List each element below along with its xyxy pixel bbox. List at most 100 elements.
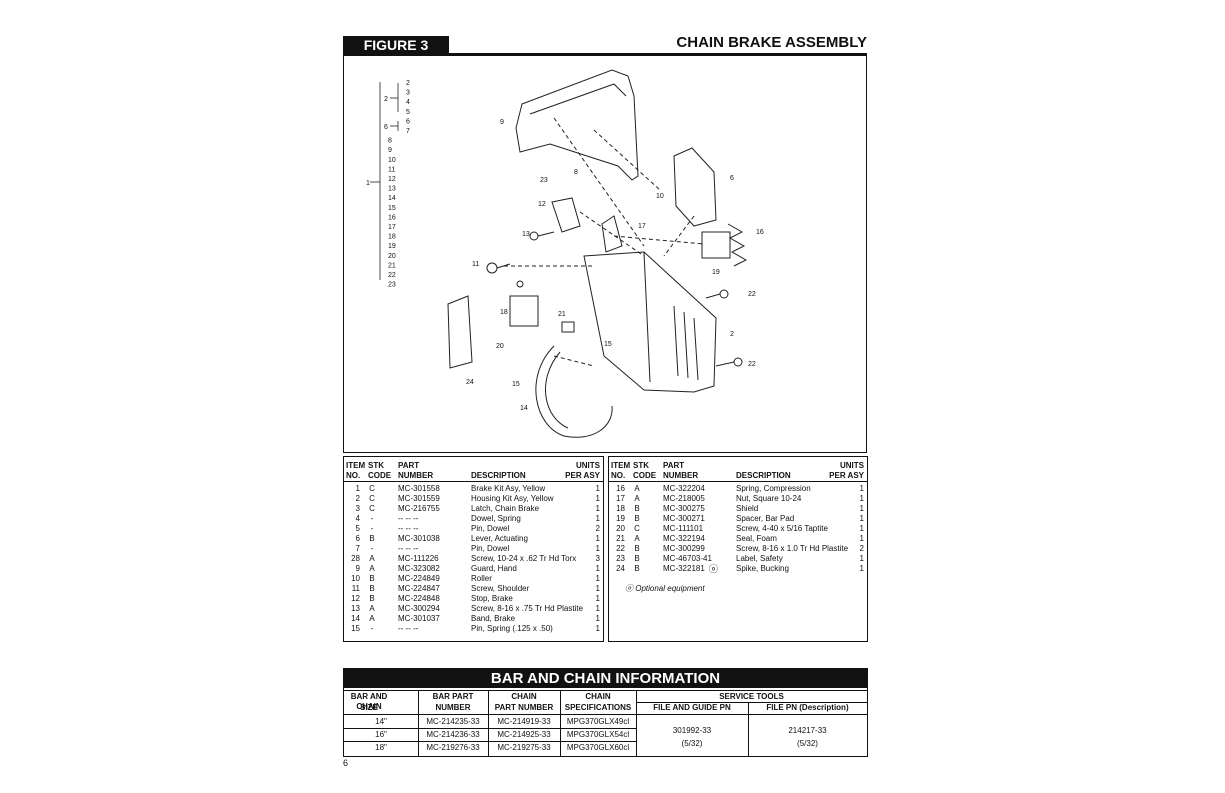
tree-index-number: 20	[388, 253, 396, 260]
units-per-asy: 1	[595, 534, 600, 543]
title-rule	[343, 53, 867, 55]
item-number: 3	[355, 504, 360, 513]
parts-table-right: ITEM NO. STK CODE PART NUMBER DESCRIPTIO…	[608, 456, 868, 642]
item-number: 14	[351, 614, 360, 623]
part-description: Spike, Bucking	[736, 564, 789, 573]
part-description: Spacer, Bar Pad	[736, 514, 795, 523]
bar-part-number: MC-214236-33	[426, 730, 480, 739]
units-per-asy: 1	[595, 584, 600, 593]
part-description: Nut, Square 10-24	[736, 494, 802, 503]
units-per-asy: 1	[859, 494, 864, 503]
part-callout: 10	[656, 193, 664, 200]
stock-code: B	[634, 554, 640, 563]
tree-index-number: 14	[388, 195, 396, 202]
item-number: 22	[616, 544, 625, 553]
part-callout: 9	[500, 119, 504, 126]
item-number: 13	[351, 604, 360, 613]
header-part: PART	[398, 461, 420, 470]
part-number: MC-300299	[663, 544, 705, 553]
header-chain-2: PART NUMBER	[494, 703, 554, 712]
item-number: 12	[351, 594, 360, 603]
stock-code: B	[369, 574, 375, 583]
figure-label: FIGURE 3	[343, 36, 449, 54]
units-per-asy: 1	[595, 574, 600, 583]
tree-root-number: 6	[384, 124, 388, 131]
part-description: Dowel, Spring	[471, 514, 521, 523]
part-number: MC-111226	[398, 554, 439, 563]
part-description: Guard, Hand	[471, 564, 517, 573]
part-description: Brake Kit Asy, Yellow	[471, 484, 546, 493]
item-number: 20	[616, 524, 625, 533]
part-number: MC-322194	[663, 534, 705, 543]
header-file-guide: FILE AND GUIDE PN	[653, 703, 731, 712]
part-description: Pin, Dowel	[471, 524, 510, 533]
header-no: NO.	[346, 471, 361, 480]
units-per-asy: 1	[859, 504, 864, 513]
stock-code: -	[370, 524, 374, 533]
stock-code: B	[369, 584, 375, 593]
header-spec-1: CHAIN	[585, 692, 611, 701]
header-service-tools: SERVICE TOOLS	[719, 692, 784, 701]
part-number: MC-300294	[398, 604, 440, 613]
lever-shape	[673, 147, 717, 227]
part-description: Pin, Dowel	[471, 544, 510, 553]
part-description: Lever, Actuating	[471, 534, 528, 543]
stock-code: B	[634, 564, 640, 573]
part-number: -- -- --	[398, 514, 419, 523]
part-callout: 20	[496, 343, 504, 350]
units-per-asy: 1	[859, 484, 864, 493]
part-number: MC-301037	[398, 614, 440, 623]
stock-code: A	[369, 614, 375, 623]
chain-specification: MPG370GLX54cl	[566, 730, 630, 739]
chain-part-number: MC-219275-33	[497, 743, 551, 752]
stock-code: C	[634, 524, 640, 533]
stock-code: C	[369, 504, 375, 513]
part-number: MC-224849	[398, 574, 440, 583]
part-callout: 22	[748, 291, 756, 298]
part-callout: 22	[748, 361, 756, 368]
part-description: Label, Safety	[736, 554, 783, 563]
tree-index-number: 2	[406, 80, 410, 87]
units-per-asy: 1	[595, 564, 600, 573]
header-code: CODE	[368, 471, 392, 480]
spacer-shape	[701, 231, 731, 259]
header-bar-1: BAR PART	[432, 692, 474, 701]
file-pn: 214217-33	[788, 726, 827, 735]
units-per-asy: 1	[859, 564, 864, 573]
tree-index-number: 9	[388, 147, 392, 154]
stock-code: A	[369, 564, 375, 573]
bar-chain-size: 14"	[375, 717, 387, 726]
part-callout: 2	[730, 331, 734, 338]
optional-equipment-note: ⓞ Optional equipment	[625, 584, 705, 593]
header-size-1: BAR AND CHAIN	[350, 692, 388, 711]
header-units: UNITS	[840, 461, 864, 470]
units-per-asy: 1	[595, 544, 600, 553]
bar-chain-size: 16"	[375, 730, 387, 739]
tree-index-number: 21	[388, 262, 396, 269]
tree-index-number: 10	[388, 157, 396, 164]
header-per-asy: PER ASY	[829, 471, 864, 480]
units-per-asy: 1	[859, 554, 864, 563]
part-description: Housing Kit Asy, Yellow	[471, 494, 554, 503]
units-per-asy: 1	[859, 524, 864, 533]
item-number: 11	[351, 584, 360, 593]
parts-table-header: ITEM NO. STK CODE PART NUMBER DESCRIPTIO…	[344, 459, 603, 482]
part-number: MC-301559	[398, 494, 440, 503]
tree-index-number: 11	[388, 166, 395, 173]
part-number: MC-323082	[398, 564, 440, 573]
item-number: 17	[616, 494, 625, 503]
tree-index-number: 18	[388, 234, 396, 241]
part-number: MC-218005	[663, 494, 705, 503]
item-number: 21	[616, 534, 625, 543]
item-number: 2	[355, 494, 360, 503]
chain-part-number: MC-214919-33	[497, 717, 551, 726]
